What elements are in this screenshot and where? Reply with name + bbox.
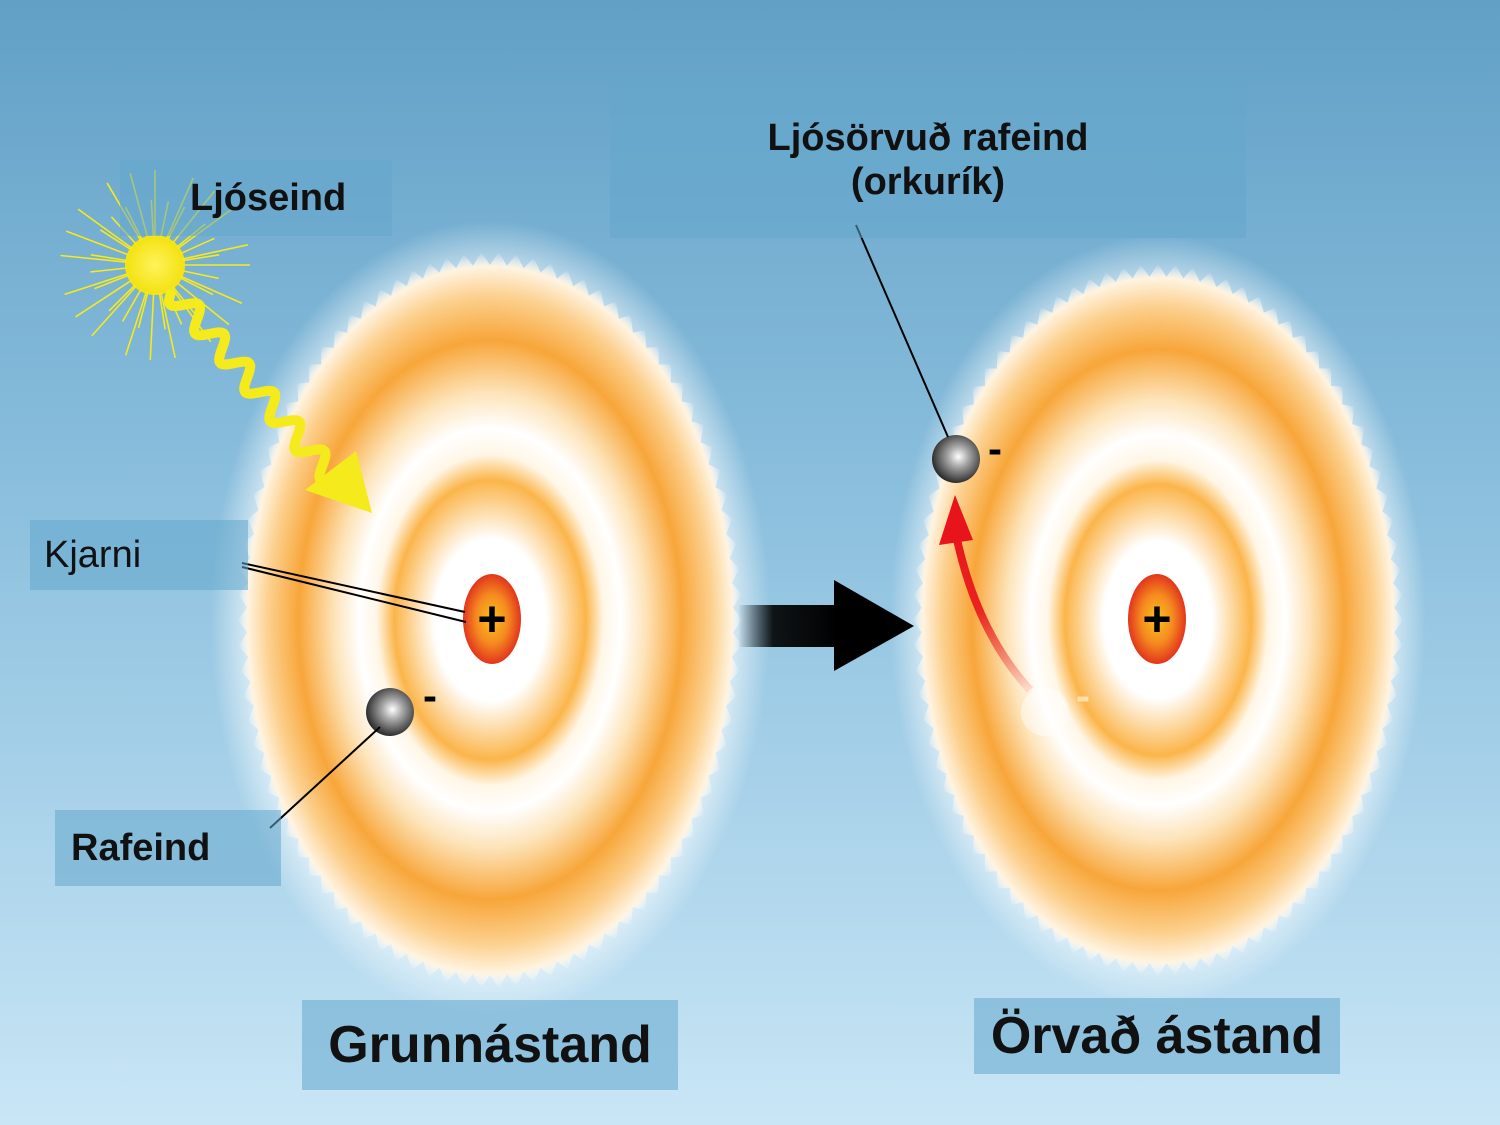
process-arrow (738, 580, 914, 671)
electron-label: Rafeind (55, 810, 281, 886)
excited-nucleus (1128, 574, 1186, 664)
sun-ray (180, 237, 215, 255)
sun-ray (94, 274, 130, 290)
sun-ray (90, 267, 128, 273)
sun-ray (90, 254, 128, 262)
excited-state-atom: + - - (890, 235, 1426, 1005)
excited-nucleus-plus: + (1142, 591, 1171, 647)
sun-ray (149, 292, 155, 360)
nucleus-leader-1 (241, 562, 466, 613)
ground-nucleus (463, 574, 521, 664)
excited-electron-label: Ljósörvuð rafeind (orkurík) (610, 72, 1246, 238)
photon-wave (164, 288, 336, 487)
sun-ray (99, 229, 132, 251)
ground-state-label: Grunnástand (302, 1000, 678, 1090)
sun-ray (182, 254, 220, 262)
transition-arrow-shaft (951, 529, 1033, 693)
excited-electron-label-line1: Ljósörvuð rafeind (767, 117, 1089, 159)
ghost-electron-minus: - (1076, 672, 1090, 719)
ground-electron (366, 688, 414, 736)
nucleus-label: Kjarni (30, 520, 248, 590)
ground-nucleus-plus: + (477, 591, 506, 647)
sun-ray (182, 244, 248, 260)
sun-ray (64, 272, 129, 296)
sun-ray (108, 284, 136, 312)
ground-state-atom: + - (210, 220, 770, 1020)
sun-icon (60, 170, 250, 360)
sun-ray (180, 275, 243, 304)
ghost-electron (1021, 688, 1069, 736)
sun-ray (75, 279, 132, 318)
excited-electron-minus: - (988, 425, 1002, 472)
transition-arrow-head (939, 495, 973, 545)
process-arrow-head (834, 580, 914, 671)
sun-ray (137, 291, 149, 329)
excited-electron-leader (855, 224, 949, 438)
sun-ray (160, 292, 176, 358)
sun-ray (158, 292, 166, 330)
photon-arrow-head (305, 451, 372, 513)
process-arrow-shaft (738, 605, 838, 647)
sun-ray (179, 276, 214, 296)
nucleus-leader-2 (241, 566, 467, 623)
sun-ray (65, 230, 130, 256)
electron-leader (269, 726, 381, 829)
sun-ray (91, 285, 137, 337)
excited-electron (932, 435, 980, 483)
sun-ray (124, 291, 148, 356)
ground-electron-minus: - (423, 672, 437, 719)
sun-ray (182, 269, 219, 280)
sun-ray (121, 288, 142, 322)
excited-electron-label-line2: (orkurík) (850, 161, 1006, 203)
leader-lines (241, 224, 949, 829)
photon-label: Ljóseind (120, 160, 392, 236)
sun-ray (77, 208, 133, 250)
sun-ray (60, 254, 128, 264)
excited-state-label: Örvað ástand (974, 998, 1340, 1074)
